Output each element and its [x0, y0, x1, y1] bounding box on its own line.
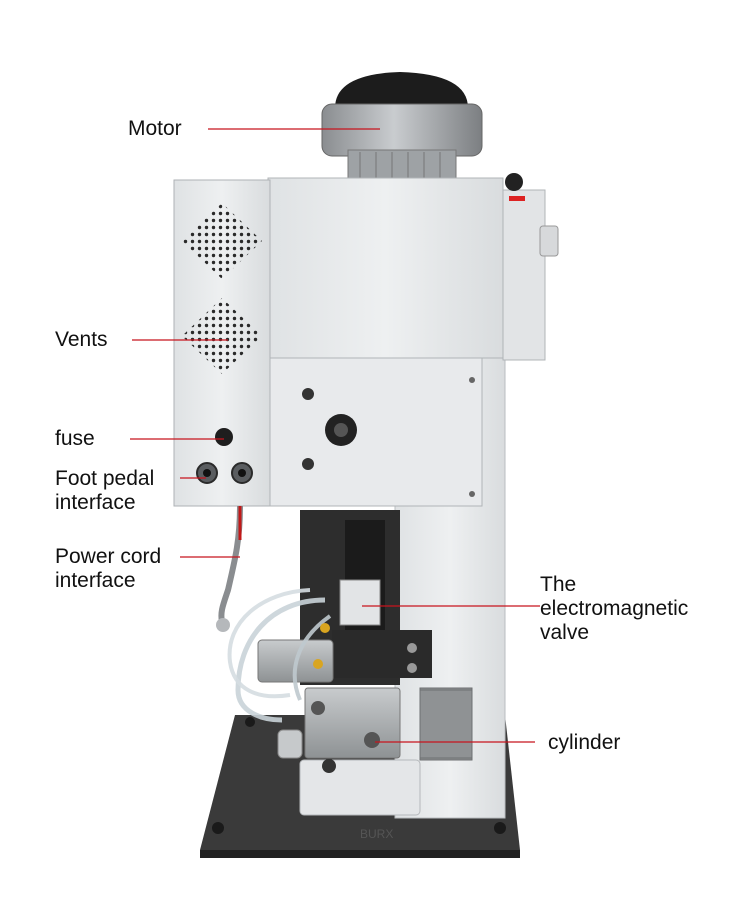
label-motor: Motor	[128, 117, 182, 140]
side-panel	[173, 179, 271, 507]
label-fuse: fuse	[55, 427, 95, 450]
watermark: BURX	[360, 827, 393, 841]
motor	[321, 72, 483, 181]
leader-lines	[130, 128, 540, 743]
fuse-holder	[215, 428, 233, 446]
label-vents: Vents	[55, 328, 108, 351]
label-cylinder: cylinder	[548, 731, 621, 754]
vent-upper	[182, 203, 262, 279]
nameplate	[419, 689, 473, 759]
front-panel	[269, 357, 483, 507]
label-power-cord: Power cord interface	[55, 545, 162, 592]
power-cord	[216, 505, 243, 632]
crimp-mechanism	[227, 510, 432, 759]
vent-lower	[182, 298, 262, 374]
upper-housing	[267, 173, 559, 361]
cylinder-body	[304, 687, 401, 759]
label-foot-pedal: Foot pedal interface	[55, 467, 155, 514]
label-valve: The electromagnetic valve	[540, 573, 689, 644]
